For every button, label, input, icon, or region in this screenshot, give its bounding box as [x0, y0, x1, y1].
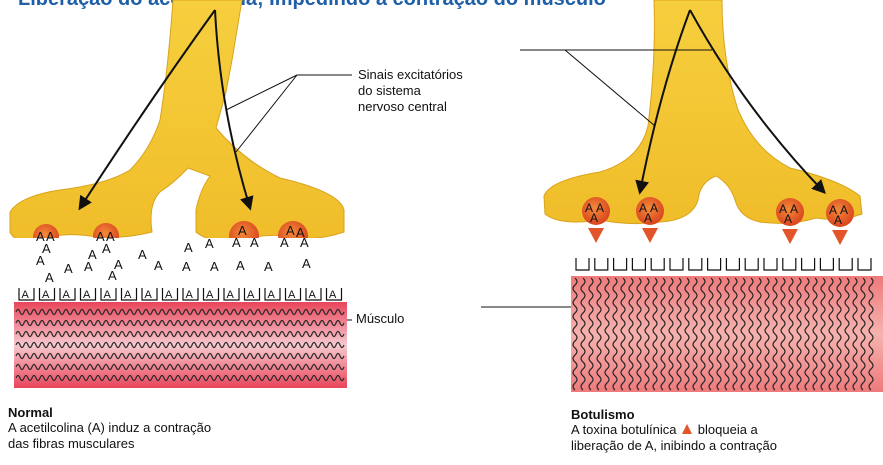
receptor — [614, 258, 627, 270]
acetylcholine: A — [186, 289, 194, 301]
acetylcholine: A — [227, 289, 235, 301]
receptor — [576, 258, 589, 270]
acetylcholine: A — [108, 268, 117, 283]
acetylcholine: A — [124, 289, 132, 301]
toxin-marker — [642, 228, 658, 243]
acetylcholine: A — [834, 213, 842, 227]
toxin-marker — [782, 229, 798, 244]
nerve-terminal-botulism — [544, 0, 862, 227]
receptor — [708, 258, 721, 270]
acetylcholine: A — [45, 270, 54, 285]
acetylcholine: A — [302, 256, 311, 271]
receptor — [858, 258, 871, 270]
receptor — [632, 258, 645, 270]
receptor — [726, 258, 739, 270]
receptor — [802, 258, 815, 270]
acetylcholine: A — [36, 253, 45, 268]
muscle-normal — [14, 302, 347, 388]
acetylcholine: A — [784, 212, 792, 226]
receptor — [595, 258, 608, 270]
receptor — [670, 258, 683, 270]
acetylcholine: A — [210, 259, 219, 274]
acetylcholine: A — [145, 289, 153, 301]
acetylcholine: A — [644, 211, 652, 225]
acetylcholine: A — [268, 289, 276, 301]
receptor — [764, 258, 777, 270]
acetylcholine: A — [329, 289, 337, 301]
caption-botulism-text: A toxina botulínica bloqueia a liberação… — [571, 422, 777, 454]
muscle-botulism — [571, 276, 883, 392]
acetylcholine: A — [102, 241, 111, 256]
botulinum-toxin — [588, 228, 848, 245]
acetylcholine: A — [205, 236, 214, 251]
acetylcholine: A — [42, 289, 50, 301]
acetylcholine: A — [247, 289, 255, 301]
acetylcholine: A — [280, 235, 289, 250]
acetylcholine: A — [206, 289, 214, 301]
acetylcholine: A — [83, 289, 91, 301]
receptor — [783, 258, 796, 270]
acetylcholine: A — [590, 211, 598, 225]
acetylcholine: A — [104, 289, 112, 301]
caption-normal-title: Normal — [8, 405, 53, 420]
acetylcholine: A — [184, 240, 193, 255]
receptors-botulism — [576, 258, 871, 270]
acetylcholine: A — [84, 259, 93, 274]
acetylcholine: A — [63, 289, 71, 301]
acetylcholine: A — [250, 235, 259, 250]
acetylcholine: A — [232, 235, 241, 250]
acetylcholine: A — [165, 289, 173, 301]
receptor — [839, 258, 852, 270]
caption-normal-text: A acetilcolina (A) induz a contração das… — [8, 420, 211, 452]
receptor — [745, 258, 758, 270]
muscle-label: Músculo — [356, 311, 404, 327]
acetylcholine: A — [309, 289, 317, 301]
acetylcholine: A — [64, 261, 73, 276]
receptor — [651, 258, 664, 270]
signals-label: Sinais excitatórios do sistema nervoso c… — [358, 67, 463, 115]
toxin-marker — [588, 228, 604, 243]
acetylcholine: A — [182, 259, 191, 274]
acetylcholine: A — [288, 289, 296, 301]
receptor — [820, 258, 833, 270]
acetylcholine: A — [22, 289, 30, 301]
caption-botulism-title: Botulismo — [571, 407, 635, 422]
acetylcholine: A — [236, 258, 245, 273]
acetylcholine: A — [154, 258, 163, 273]
acetylcholine: A — [264, 259, 273, 274]
receptor — [689, 258, 702, 270]
toxin-marker — [832, 230, 848, 245]
toxin-icon — [682, 424, 692, 434]
acetylcholine: A — [300, 235, 309, 250]
nerve-terminal-normal — [8, 0, 348, 252]
acetylcholine: A — [138, 247, 147, 262]
